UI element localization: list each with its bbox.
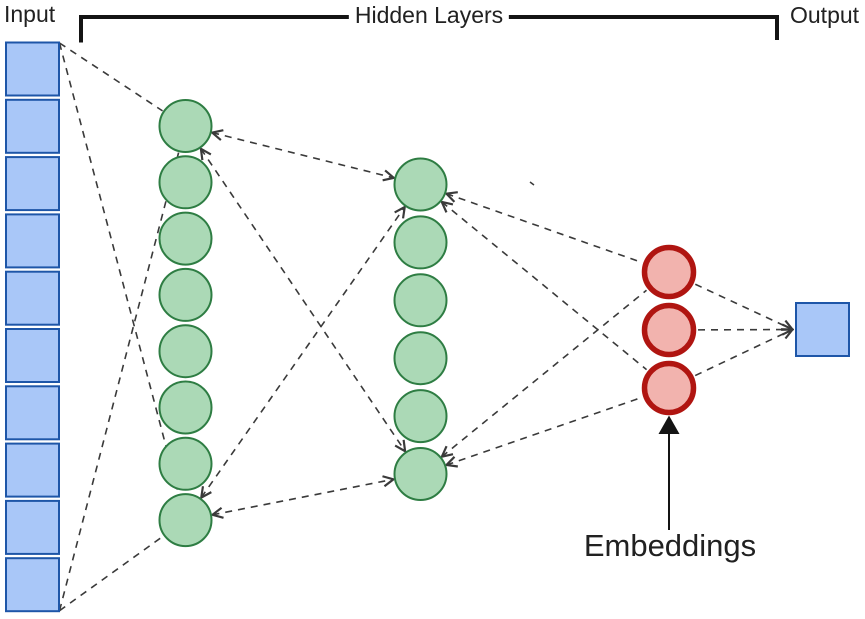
connection-line: [201, 149, 405, 451]
connection-line: [212, 133, 394, 178]
connection-line: [694, 283, 792, 329]
embeddings-label: Embeddings: [583, 528, 757, 563]
input-node: [5, 213, 60, 269]
input-node: [5, 557, 60, 613]
input-node: [5, 98, 60, 154]
input-node: [5, 442, 60, 498]
stray-mark: [529, 181, 535, 186]
nodes: [5, 41, 850, 613]
hidden-layer-1-node: [158, 155, 213, 210]
connection-line: [446, 194, 642, 264]
embedding-node: [641, 302, 697, 358]
output-label: Output: [790, 2, 860, 28]
connection-line: [58, 152, 180, 611]
hidden-layer-1-node: [158, 211, 213, 266]
hidden-layer-1-node: [158, 99, 213, 153]
connections: [58, 42, 793, 612]
input-node: [5, 385, 60, 441]
connection-line: [694, 330, 792, 377]
input-node: [5, 499, 60, 555]
hidden-layer-2-node: [393, 157, 448, 212]
hidden-layers-label: Hidden Layers: [348, 2, 510, 29]
connection-line: [446, 396, 642, 465]
hidden-layer-1-node: [158, 380, 213, 435]
hidden-layer-2-node: [393, 273, 448, 328]
connection-line: [442, 289, 648, 456]
embedding-node: [641, 244, 697, 300]
hidden-layer-2-node: [393, 331, 448, 386]
input-node: [5, 41, 60, 97]
input-node: [5, 156, 60, 212]
hidden-layer-1-node: [158, 324, 213, 379]
hidden-layer-1-node: [158, 493, 213, 548]
connection-line: [59, 42, 163, 112]
connection-line: [201, 207, 404, 498]
hidden-layer-2-node: [393, 215, 448, 270]
input-label: Input: [4, 1, 56, 27]
connection-line: [58, 42, 180, 494]
embedding-node: [641, 360, 697, 416]
hidden-layer-1-node: [158, 267, 213, 322]
embeddings-arrowhead-icon: [658, 415, 680, 434]
output-node: [795, 302, 850, 357]
hidden-layer-1-node: [158, 436, 213, 491]
connection-line: [212, 479, 393, 515]
input-node: [5, 328, 60, 383]
connection-line: [442, 202, 648, 371]
input-node: [5, 270, 60, 326]
connection-line: [59, 535, 164, 612]
hidden-layer-2-node: [393, 447, 448, 501]
hidden-layer-2-node: [393, 389, 448, 444]
